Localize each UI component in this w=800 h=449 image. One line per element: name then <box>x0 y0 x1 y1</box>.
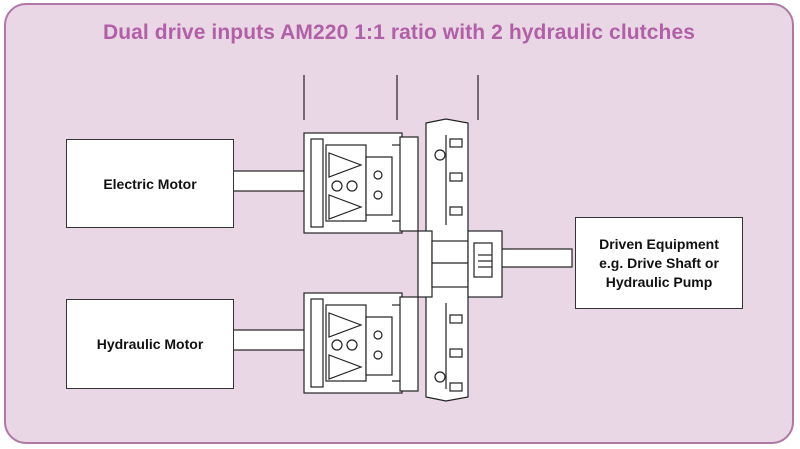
electric-motor-box: Electric Motor <box>66 139 234 228</box>
flange-upper <box>399 136 419 232</box>
hydraulic-motor-box: Hydraulic Motor <box>66 299 234 389</box>
hydraulic-motor-label: Hydraulic Motor <box>96 336 204 352</box>
output-flange <box>467 230 503 298</box>
gearbox-body <box>417 118 469 402</box>
flange-lower <box>399 296 419 392</box>
driven-equipment-line2: e.g. Drive Shaft or <box>599 254 719 271</box>
clutch-upper <box>303 132 403 234</box>
clutch-lower <box>303 292 403 394</box>
driven-equipment-line1: Driven Equipment <box>599 235 719 252</box>
electric-motor-label: Electric Motor <box>103 175 197 192</box>
shaft-hydraulic <box>227 329 307 351</box>
shaft-output <box>499 248 573 268</box>
driven-equipment-line3: Hydraulic Pump <box>605 273 713 290</box>
shaft-electric <box>227 170 307 192</box>
gearbox-drawing <box>227 75 573 402</box>
diagram-panel: Dual drive inputs AM220 1:1 ratio with 2… <box>4 3 794 444</box>
driven-equipment-box: Driven Equipment e.g. Drive Shaft or Hyd… <box>575 217 743 309</box>
diagram-title: Dual drive inputs AM220 1:1 ratio with 2… <box>102 21 696 44</box>
